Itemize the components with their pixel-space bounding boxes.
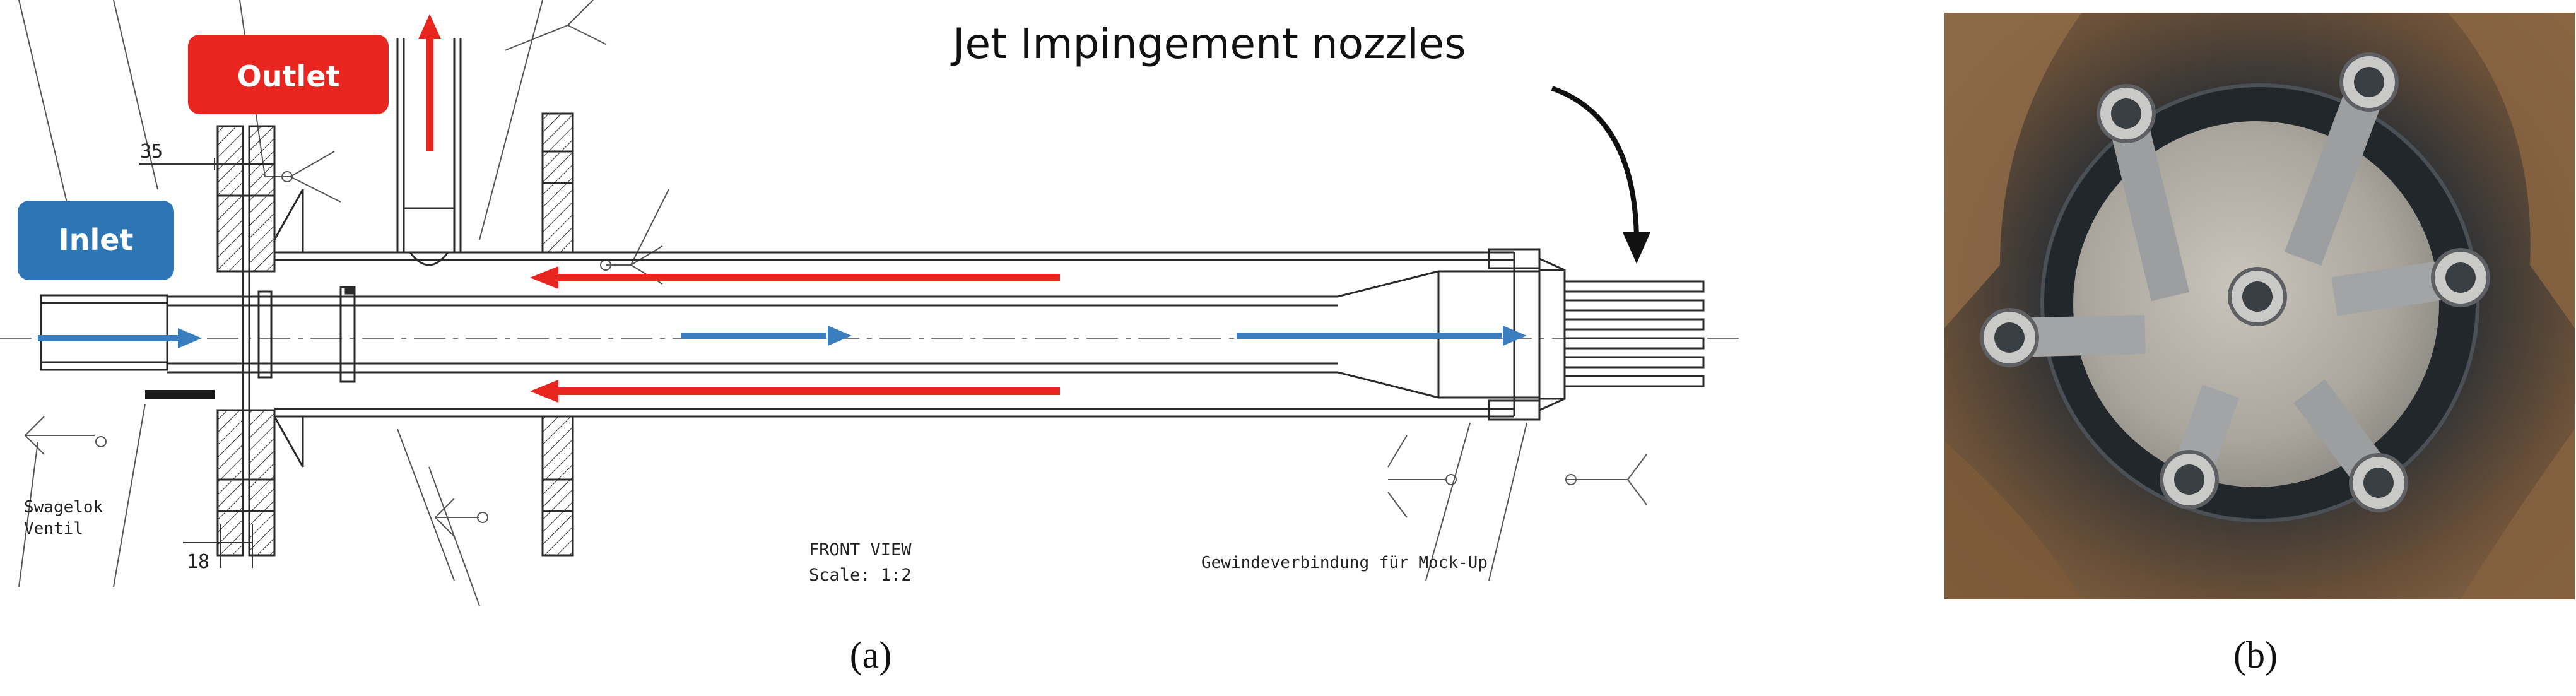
nozzle-tips [1980,52,2490,512]
flow-arrow-icon [1503,326,1527,346]
inlet-badge: Inlet [18,201,174,280]
outlet-label: Outlet [237,59,340,93]
nozzle-bore [2174,464,2204,495]
inner-tube [167,286,1338,383]
flow-arrow-icon [530,380,558,403]
cold-flow-arrows [38,326,1527,348]
nozzle-head [1538,257,1566,411]
inlet-label: Inlet [59,223,134,257]
swagelok-valve [145,390,215,399]
nozzle-bore [2111,98,2141,129]
jet-impingement-label: Jet Impingement nozzles [950,20,1466,68]
curved-arrow-icon [1551,86,1650,264]
flow-arrow-icon [828,326,852,346]
nozzle-bore [1994,322,2025,353]
thread-connection-label: Gewindeverbindung für Mock-Up [1201,553,1488,572]
scale-label: Scale: 1:2 [809,565,912,585]
caption-b: (b) [2233,634,2278,676]
left-flange [216,125,276,557]
flow-arrow-icon [178,328,202,348]
flow-arrow-icon [530,266,558,289]
dimension-35: 35 [140,141,163,163]
middle-flange [541,112,574,557]
foam-bottom-right [2461,429,2575,599]
nozzle-bore [2354,67,2384,97]
nozzle-bore [2363,468,2394,498]
foam-bottom-left [1944,442,2082,599]
ventil-label: Ventil [24,519,83,538]
swagelok-label: Swagelok [24,498,103,517]
caption-a: (a) [850,634,892,676]
jet-nozzle-tubes [1563,280,1705,387]
inlet-pipe [40,294,168,371]
front-view-label: FRONT VIEW [809,540,912,560]
flow-arrow-icon [418,14,441,39]
outer-jacket [273,189,1514,468]
dimension-18: 18 [187,551,209,573]
foam-right [2448,13,2575,328]
panel-a-drawing: 35 18 Swagelok Ventil FRONT VIEW Scale: … [0,0,1741,606]
panel-b-photo [1944,13,2575,599]
outlet-stub [396,38,462,266]
outlet-badge: Outlet [188,35,389,114]
foam-left [1944,13,2082,328]
dimension-lines [139,158,253,568]
nozzle-bore [2445,262,2476,293]
hot-flow-arrows [418,14,1060,403]
nozzle-bore [2242,281,2273,312]
